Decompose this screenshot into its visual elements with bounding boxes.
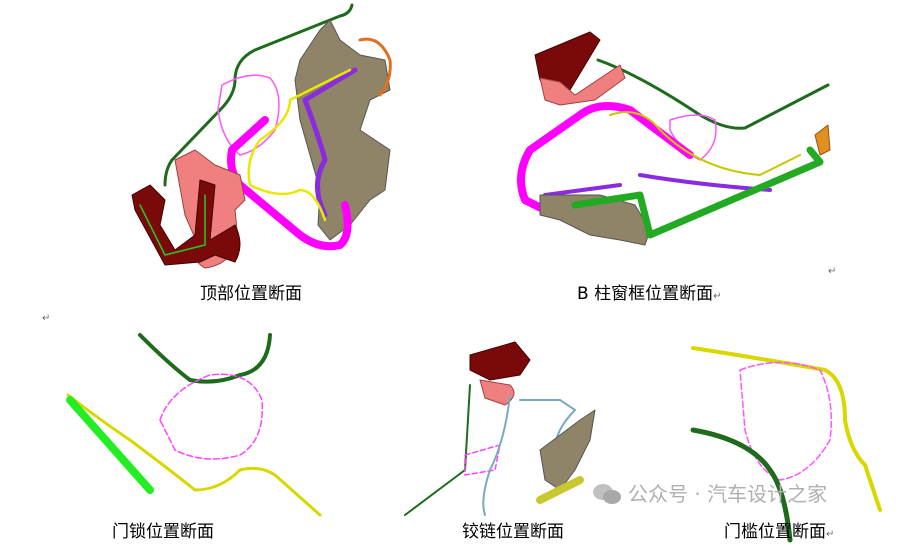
yellow-line	[247, 68, 352, 222]
trim-outline	[159, 373, 264, 460]
caption-b-pillar-text: B 柱窗框位置断面	[577, 284, 714, 304]
trim-outline	[739, 361, 832, 481]
paragraph-mark: ↵	[828, 266, 837, 277]
wechat-icon	[592, 482, 622, 506]
seal-orange-lip	[358, 37, 392, 97]
watermark: 公众号 · 汽车设计之家	[592, 482, 827, 506]
top-section-drawing	[131, 3, 392, 269]
purple-line	[302, 67, 358, 218]
caption-b-pillar-section: B 柱窗框位置断面↵	[577, 284, 721, 307]
magenta-trim	[517, 102, 694, 214]
magenta-trim	[227, 116, 352, 251]
hinge-section-drawing	[404, 341, 596, 516]
salmon-seal	[479, 379, 515, 406]
body-panel-line	[404, 384, 471, 516]
salmon-seal	[539, 64, 626, 106]
b-pillar-section-drawing	[517, 31, 831, 246]
yellow-line	[609, 111, 801, 176]
caption-top-section: 顶部位置断面	[200, 284, 302, 304]
dark-red-retainer	[469, 341, 531, 381]
trim-outline	[217, 74, 280, 156]
body-panel-line	[163, 3, 354, 187]
caption-sill-text: 门槛位置断面	[724, 522, 826, 542]
yellow-line	[66, 393, 322, 517]
khaki-seal	[539, 409, 596, 491]
purple-line	[543, 173, 772, 197]
trim-outline	[464, 444, 501, 476]
body-panel-line	[690, 427, 793, 543]
watermark-text: 公众号 · 汽车设计之家	[628, 482, 828, 506]
caption-sill-section: 门槛位置断面↵	[724, 522, 834, 545]
paragraph-mark: ↵	[713, 291, 722, 302]
lock-section-drawing	[66, 333, 322, 517]
paragraph-mark: ↵	[826, 529, 835, 540]
yellow-bracket	[536, 476, 584, 504]
yellow-line	[691, 346, 882, 512]
sill-section-drawing	[690, 346, 882, 543]
green-bar	[66, 396, 154, 494]
body-panel-line	[138, 333, 272, 384]
green-insert	[139, 194, 206, 256]
caption-hinge-section: 铰链位置断面	[462, 522, 564, 542]
paragraph-mark: ↵	[42, 313, 51, 324]
green-bracket	[571, 146, 824, 239]
orange-clip	[814, 124, 831, 156]
caption-lock-section: 门锁位置断面	[112, 522, 214, 542]
